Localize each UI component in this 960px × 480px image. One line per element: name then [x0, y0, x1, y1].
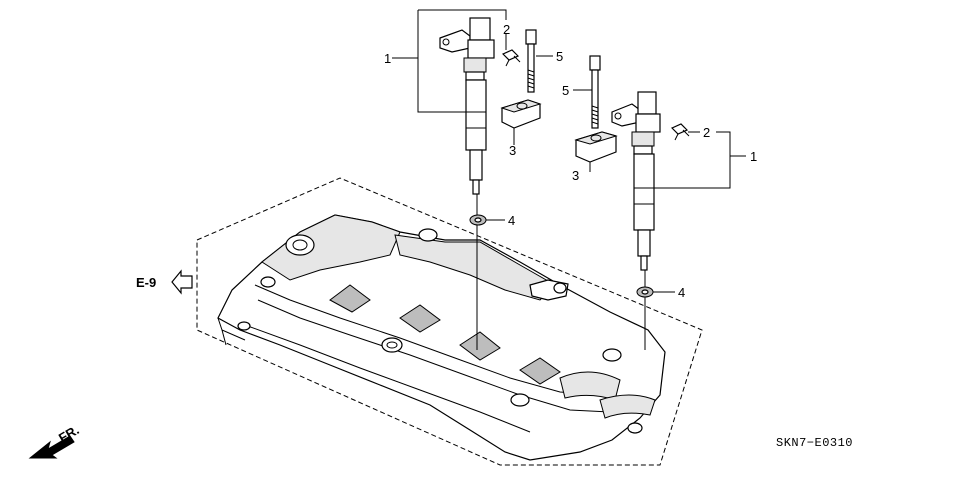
washer-left — [469, 214, 487, 226]
leader-lines — [392, 9, 746, 293]
injector-left — [439, 17, 495, 195]
arrow-left-icon — [171, 269, 193, 295]
callout-clip-right: 2 — [703, 125, 710, 140]
clip-left — [501, 49, 521, 67]
clamp-left — [500, 99, 542, 129]
cylinder-head-cover — [196, 177, 703, 466]
callout-clamp-left: 3 — [509, 143, 516, 158]
callout-washer-left: 4 — [508, 213, 515, 228]
bolt-left — [525, 29, 537, 93]
bolt-right — [589, 55, 601, 129]
callout-bolt-right: 5 — [562, 83, 569, 98]
clamp-right — [574, 131, 618, 163]
callout-clip-left: 2 — [503, 22, 510, 37]
clip-right — [670, 123, 690, 141]
diagram-code: SKN7−E0310 — [776, 436, 853, 450]
callout-clamp-right: 3 — [572, 168, 579, 183]
callout-washer-right: 4 — [678, 285, 685, 300]
injector-right — [611, 91, 661, 271]
front-arrow-icon — [28, 435, 75, 459]
reference-e9[interactable]: E-9 — [136, 269, 193, 295]
washer-right — [636, 286, 654, 298]
front-marker: FR. — [28, 422, 82, 459]
callout-bolt-left: 5 — [556, 49, 563, 64]
callout-injector-right: 1 — [750, 149, 757, 164]
callout-injector-left: 1 — [384, 51, 391, 66]
reference-label[interactable]: E-9 — [136, 275, 156, 290]
